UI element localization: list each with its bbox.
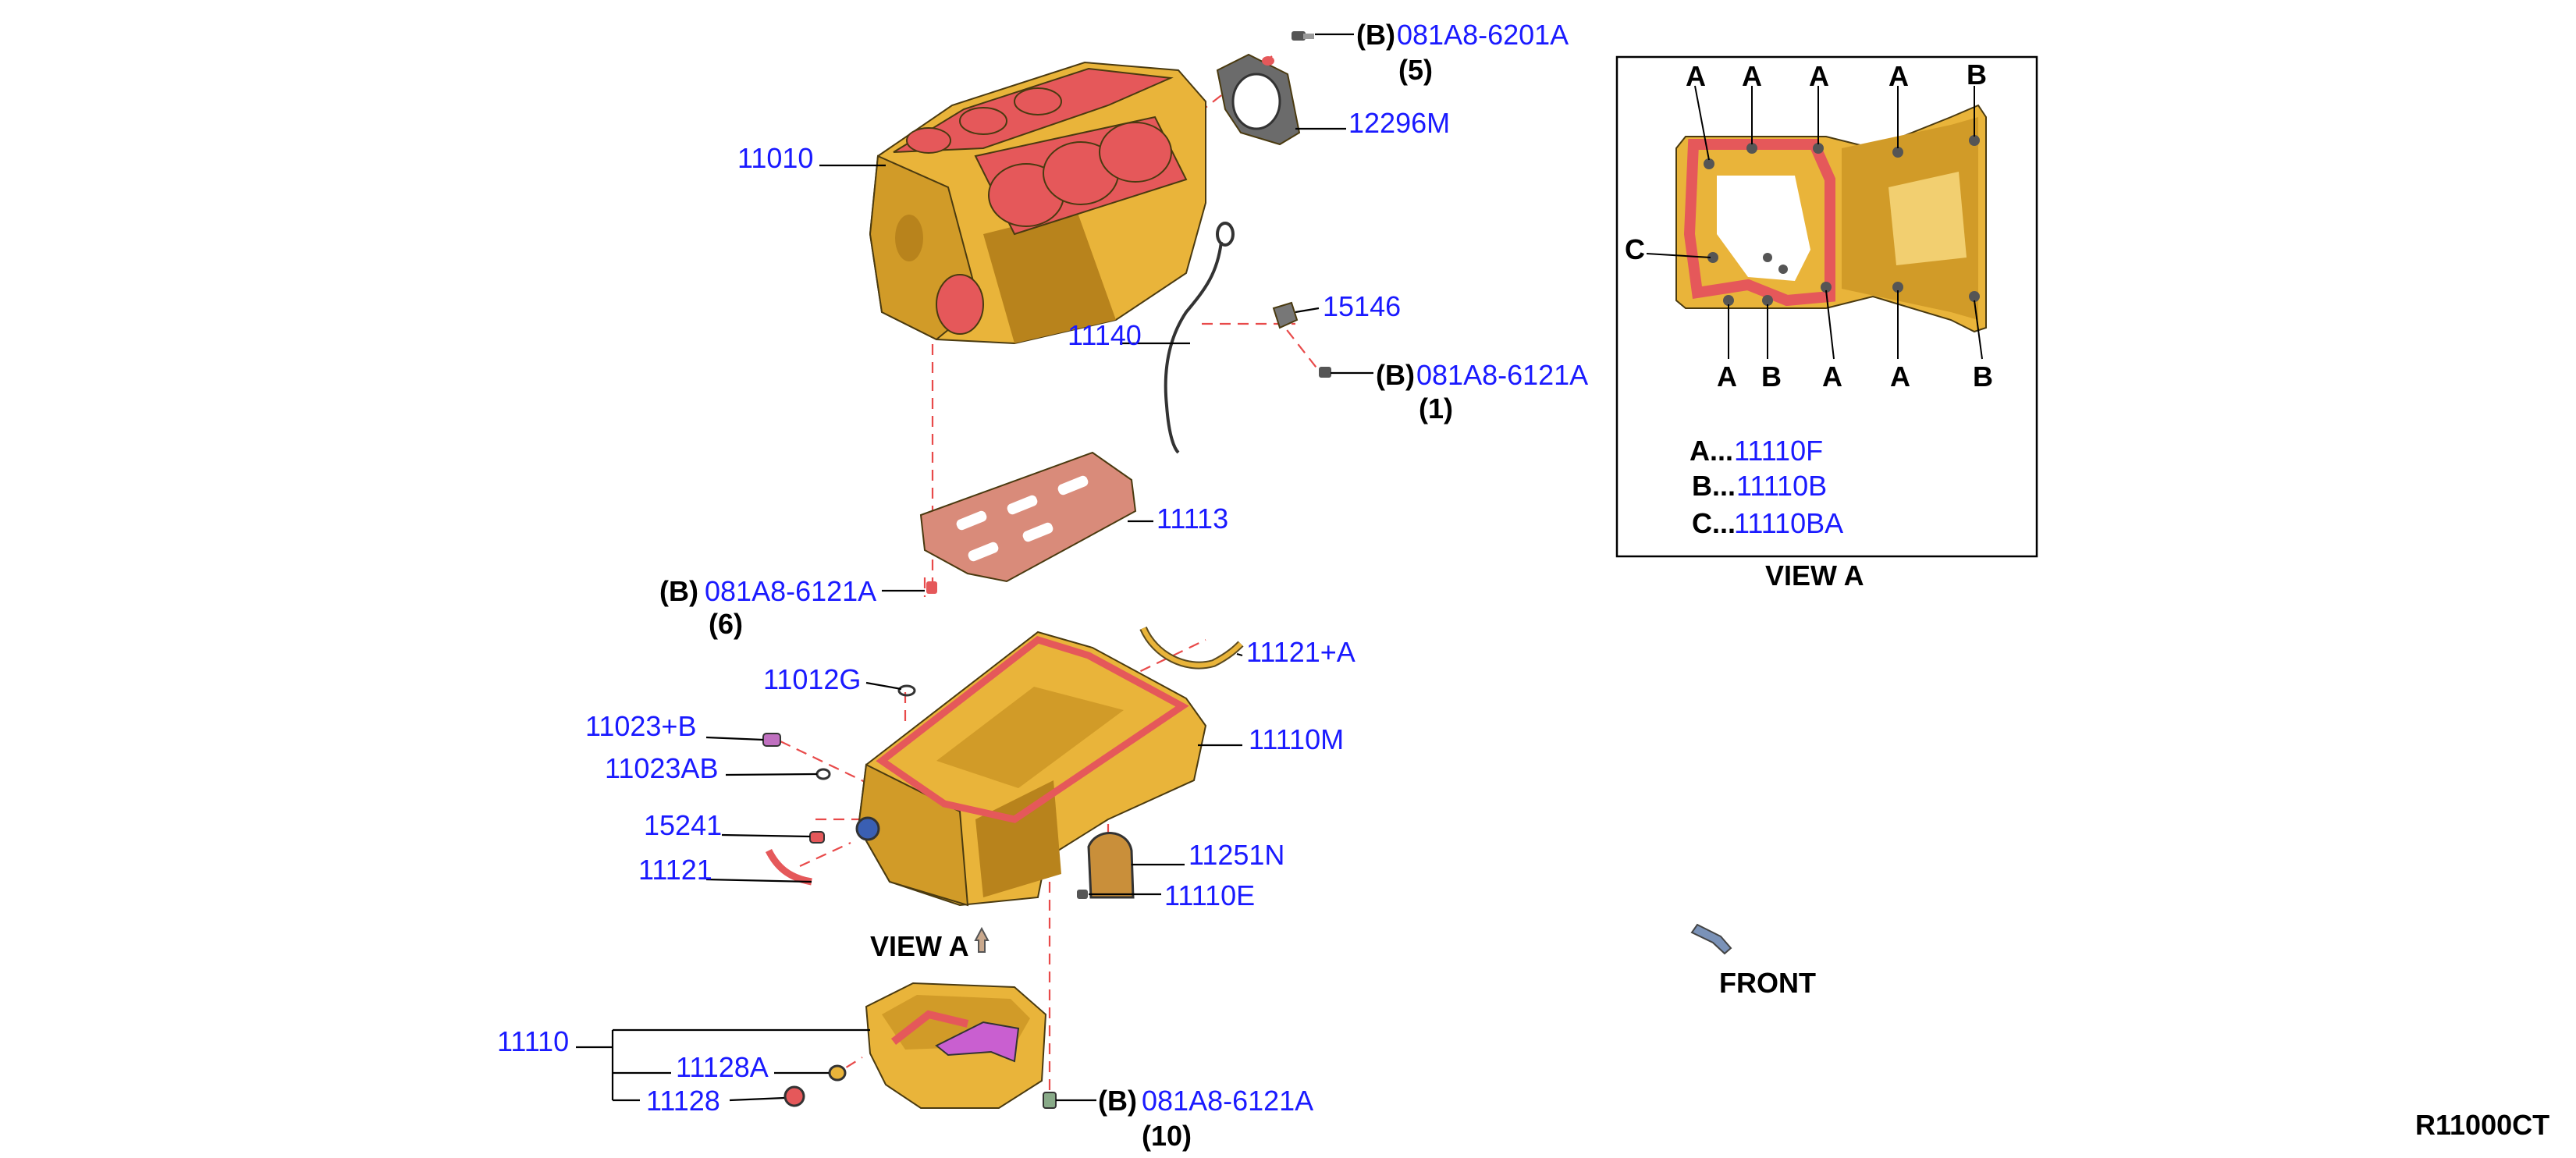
seal-11121A [1139, 626, 1244, 670]
label-081A8-6121A-1: 081A8-6121A [1416, 359, 1588, 391]
label-prefix-1: (B) [1376, 359, 1415, 391]
view-a-bottom-letter-1: A [1717, 361, 1737, 393]
view-a-top-letter-4: A [1888, 60, 1909, 92]
label-qty-5: (5) [1398, 54, 1433, 86]
label-11113: 11113 [1157, 503, 1228, 535]
plug-15241 [809, 831, 825, 844]
bolt-081A8-6121A-1 [1319, 367, 1331, 378]
gasket-11251N [1087, 832, 1135, 899]
legend-part-a: 11110F [1734, 435, 1823, 467]
cylinder-block-11010 [869, 61, 1206, 345]
front-label: FRONT [1719, 967, 1816, 999]
washer-11128A [828, 1064, 847, 1082]
label-11023B: 11023+B [585, 710, 696, 742]
label-12296M: 12296M [1348, 107, 1450, 139]
view-a-bottom-letter-4: A [1890, 361, 1910, 393]
label-11128A: 11128A [676, 1051, 769, 1083]
label-11121: 11121 [638, 854, 712, 886]
label-11110: 11110 [497, 1025, 569, 1057]
washer-11023AB [815, 768, 831, 780]
view-a-side-letter: C [1625, 233, 1645, 265]
view-a-top-letter-2: A [1742, 60, 1762, 92]
legend-part-b: 11110B [1736, 470, 1827, 502]
leader-lines [576, 33, 1373, 1102]
label-11110E: 11110E [1164, 879, 1255, 911]
view-a-panel: A A A A B A B A A B C A... 11110F B... 1… [1615, 55, 2038, 558]
view-a-bottom-letter-5: B [1973, 361, 1993, 393]
label-11140: 11140 [1068, 319, 1142, 351]
lower-oil-pan-11110 [865, 982, 1047, 1109]
label-prefix-5: (B) [1356, 19, 1395, 51]
label-qty-1: (1) [1419, 393, 1453, 424]
label-081A8-6201A: 081A8-6201A [1397, 19, 1569, 51]
bolt-081A8-6121A-10 [1043, 1092, 1057, 1109]
label-11012G: 11012G [763, 663, 861, 695]
view-a-top-letter-5: B [1967, 59, 1987, 91]
view-a-panel-title: VIEW A [1765, 559, 1864, 591]
plug-11023B [762, 733, 781, 747]
legend-key-a: A... [1690, 435, 1733, 467]
upper-oil-pan-11110M [855, 631, 1207, 907]
label-15146: 15146 [1323, 290, 1401, 322]
label-prefix-10: (B) [1098, 1085, 1137, 1117]
view-a-top-letter-3: A [1809, 60, 1829, 92]
label-11251N: 11251N [1189, 839, 1284, 871]
view-a-bottom-letter-3: A [1822, 361, 1842, 393]
label-11010: 11010 [737, 142, 813, 174]
label-11023AB: 11023AB [605, 752, 718, 784]
legend-key-c: C... [1692, 507, 1736, 539]
gauge-guide-15146 [1272, 301, 1299, 329]
label-15241: 15241 [644, 809, 722, 841]
bolt-081A8-6121A-6 [926, 581, 937, 594]
label-qty-10: (10) [1142, 1120, 1192, 1152]
view-a-top-letter-1: A [1686, 60, 1706, 92]
bolt-11110E [1077, 890, 1088, 899]
label-prefix-6: (B) [659, 575, 698, 607]
seal-11121 [765, 848, 812, 886]
front-arrow-icon [1690, 923, 1732, 955]
view-a-marker-label: VIEW A [870, 930, 969, 962]
legend-key-b: B... [1692, 470, 1736, 502]
baffle-plate-11113 [919, 451, 1137, 583]
view-a-arrow-icon [974, 926, 990, 953]
drawing-code: R11000CT [2415, 1109, 2549, 1141]
o-ring-11012G [897, 684, 916, 697]
seal-retainer-12296M [1216, 53, 1301, 146]
view-a-bottom-letter-2: B [1761, 361, 1782, 393]
label-11110M: 11110M [1249, 723, 1344, 755]
label-qty-6: (6) [709, 608, 743, 640]
bolt-081A8-6201A [1292, 31, 1314, 41]
oil-gauge-11140 [1164, 222, 1235, 454]
drain-plug-11128 [783, 1085, 805, 1107]
legend-part-c: 11110BA [1734, 507, 1843, 539]
part-labels: (B) 081A8-6201A (5) 12296M 11010 15146 1… [497, 19, 2549, 1152]
label-11121A: 11121+A [1246, 636, 1356, 668]
label-11128: 11128 [646, 1085, 720, 1117]
label-081A8-6121A-10: 081A8-6121A [1142, 1085, 1313, 1117]
label-081A8-6121A-6: 081A8-6121A [705, 575, 876, 607]
